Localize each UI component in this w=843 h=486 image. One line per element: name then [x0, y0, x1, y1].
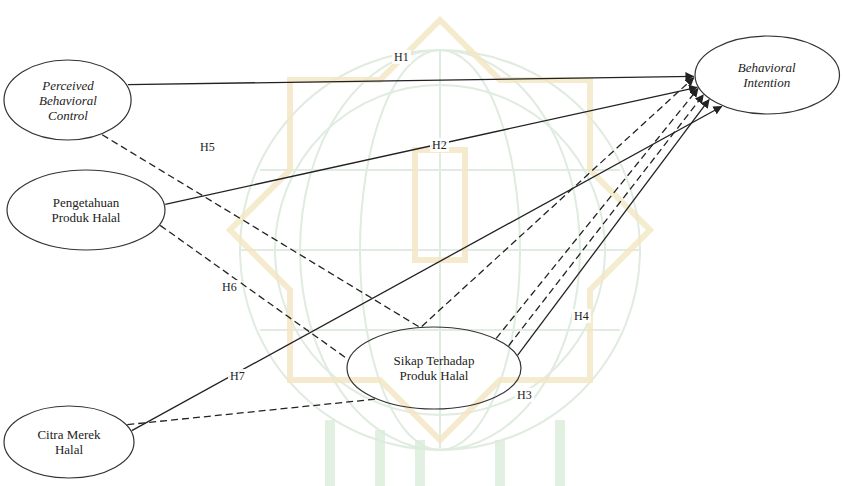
construct-label: Citra Merek Halal: [29, 427, 109, 457]
hypothesis-label: H6: [220, 280, 239, 294]
construct-ellipse: Citra Merek Halal: [3, 405, 135, 479]
mediation-path: [102, 135, 419, 327]
mediation-path: [509, 95, 704, 346]
direct-path: [518, 100, 709, 355]
hypothesis-label: H1: [392, 50, 411, 64]
construct-ellipse: Sikap Terhadap Produk Halal: [346, 326, 522, 410]
construct-ellipse: Behavioral Intention: [694, 35, 841, 115]
direct-path: [165, 87, 697, 204]
hypothesis-label: H5: [198, 140, 217, 154]
direct-path: [132, 107, 722, 431]
hypothesis-label: H2: [430, 138, 449, 152]
mediation-path: [127, 399, 375, 424]
construct-label: Perceived Behavioral Control: [29, 78, 107, 123]
direct-path: [128, 76, 694, 84]
mediation-path: [160, 225, 348, 359]
construct-label: Behavioral Intention: [722, 60, 812, 90]
construct-label: Pengetahuan Produk Halal: [41, 195, 131, 225]
mediation-path: [496, 89, 698, 339]
hypothesis-label: H4: [572, 309, 591, 323]
mediation-path: [422, 78, 694, 327]
hypothesis-label: H3: [515, 388, 534, 402]
construct-ellipse: Pengetahuan Produk Halal: [6, 169, 166, 251]
hypothesis-label: H7: [228, 369, 247, 383]
construct-label: Sikap Terhadap Produk Halal: [388, 353, 480, 383]
construct-ellipse: Perceived Behavioral Control: [3, 59, 132, 141]
